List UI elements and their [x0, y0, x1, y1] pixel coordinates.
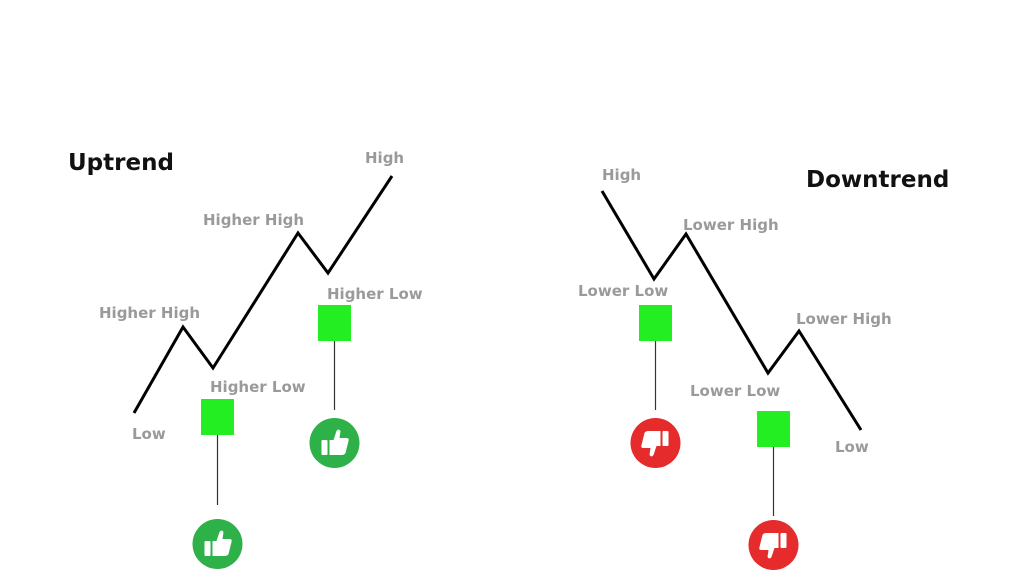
- uptrend-label-high: High: [365, 149, 404, 167]
- uptrend-line: [132, 175, 394, 414]
- thumbs-up-icon: [309, 418, 360, 468]
- downtrend-label-high: High: [602, 166, 641, 184]
- uptrend-marker-1: [192, 399, 243, 569]
- uptrend-title: Uptrend: [68, 150, 174, 176]
- downtrend-label-low: Low: [835, 438, 869, 456]
- downtrend-label-lower-high-1: Lower High: [683, 216, 779, 234]
- downtrend-signal-square-1: [639, 305, 672, 341]
- downtrend-signal-square-2: [757, 411, 790, 447]
- downtrend-title: Downtrend: [806, 167, 949, 193]
- downtrend-line: [600, 190, 863, 431]
- downtrend-marker-2: [748, 411, 799, 570]
- downtrend-label-lower-low-1: Lower Low: [578, 282, 668, 300]
- thumbs-down-icon: [630, 418, 681, 468]
- uptrend-label-higher-high-1: Higher High: [99, 304, 200, 322]
- uptrend-label-higher-low-1: Higher Low: [210, 378, 306, 396]
- uptrend-signal-square-2: [318, 305, 351, 341]
- uptrend-label-higher-high-2: Higher High: [203, 211, 304, 229]
- downtrend-label-lower-low-2: Lower Low: [690, 382, 780, 400]
- uptrend-label-low: Low: [132, 425, 166, 443]
- uptrend-label-higher-low-2: Higher Low: [327, 285, 423, 303]
- thumbs-down-icon: [748, 520, 799, 570]
- uptrend-signal-square-1: [201, 399, 234, 435]
- downtrend-marker-1: [630, 305, 681, 468]
- uptrend-panel: Uptrend Low Higher High Higher Low Highe…: [68, 149, 423, 569]
- downtrend-panel: Downtrend High Lower Low Lower High Lowe…: [578, 166, 949, 570]
- thumbs-up-icon: [192, 519, 243, 569]
- uptrend-marker-2: [309, 305, 360, 468]
- downtrend-label-lower-high-2: Lower High: [796, 310, 892, 328]
